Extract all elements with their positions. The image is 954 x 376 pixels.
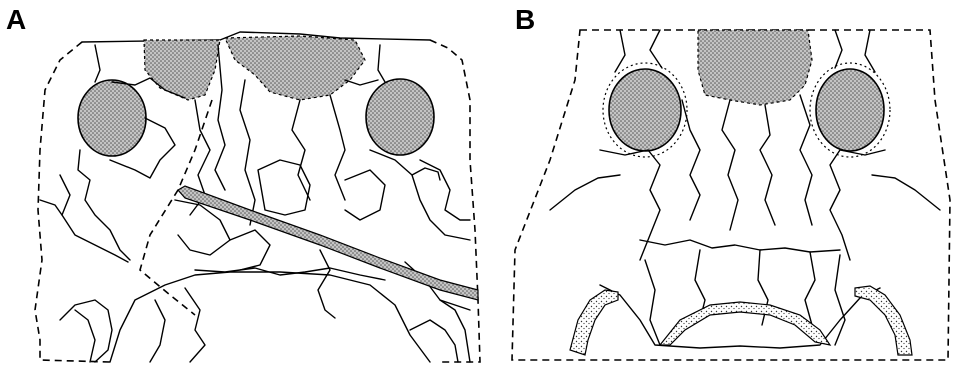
shaded-area-left xyxy=(144,40,220,100)
crescent-left xyxy=(570,290,618,355)
crescent-right xyxy=(855,286,912,355)
shaded-area-top xyxy=(698,30,812,105)
orbit-right-b xyxy=(816,69,884,151)
panel-label-b: B xyxy=(515,6,535,34)
orbit-right xyxy=(366,79,434,155)
orbit-left-b xyxy=(609,69,681,151)
crescent-center xyxy=(660,302,830,345)
shaded-area-center xyxy=(225,36,365,100)
orbit-left xyxy=(78,80,146,156)
skull-b-drawing xyxy=(512,30,950,360)
fracture-band xyxy=(178,186,478,300)
panel-label-a: A xyxy=(6,6,26,34)
skull-a-drawing xyxy=(35,32,480,362)
